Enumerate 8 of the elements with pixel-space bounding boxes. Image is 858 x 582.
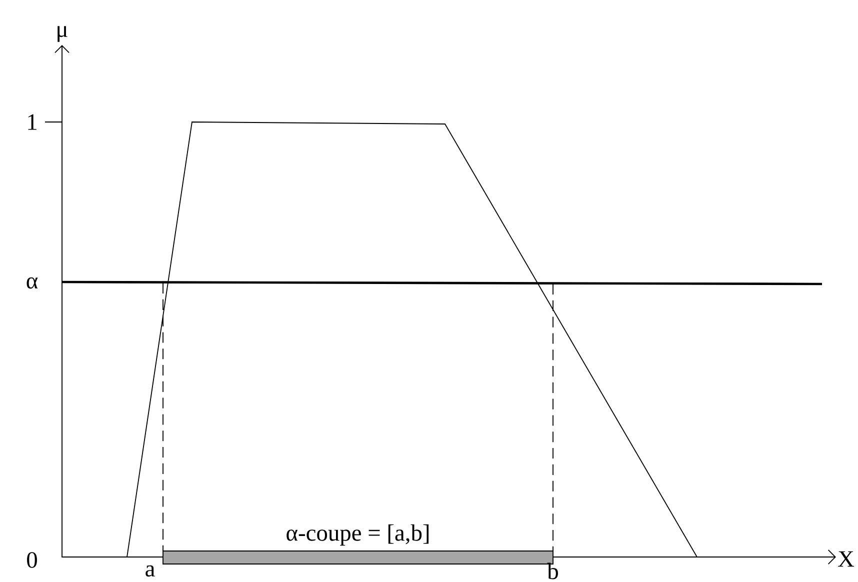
point-label: a	[146, 565, 155, 577]
tick-label: 1	[28, 114, 36, 130]
tick-label: α	[26, 277, 38, 289]
axis-label: μ	[58, 26, 68, 42]
point-label: b	[547, 562, 558, 580]
tick-label: 0	[27, 552, 37, 568]
axis-label: X	[838, 551, 854, 567]
interval-bar	[162, 550, 554, 564]
